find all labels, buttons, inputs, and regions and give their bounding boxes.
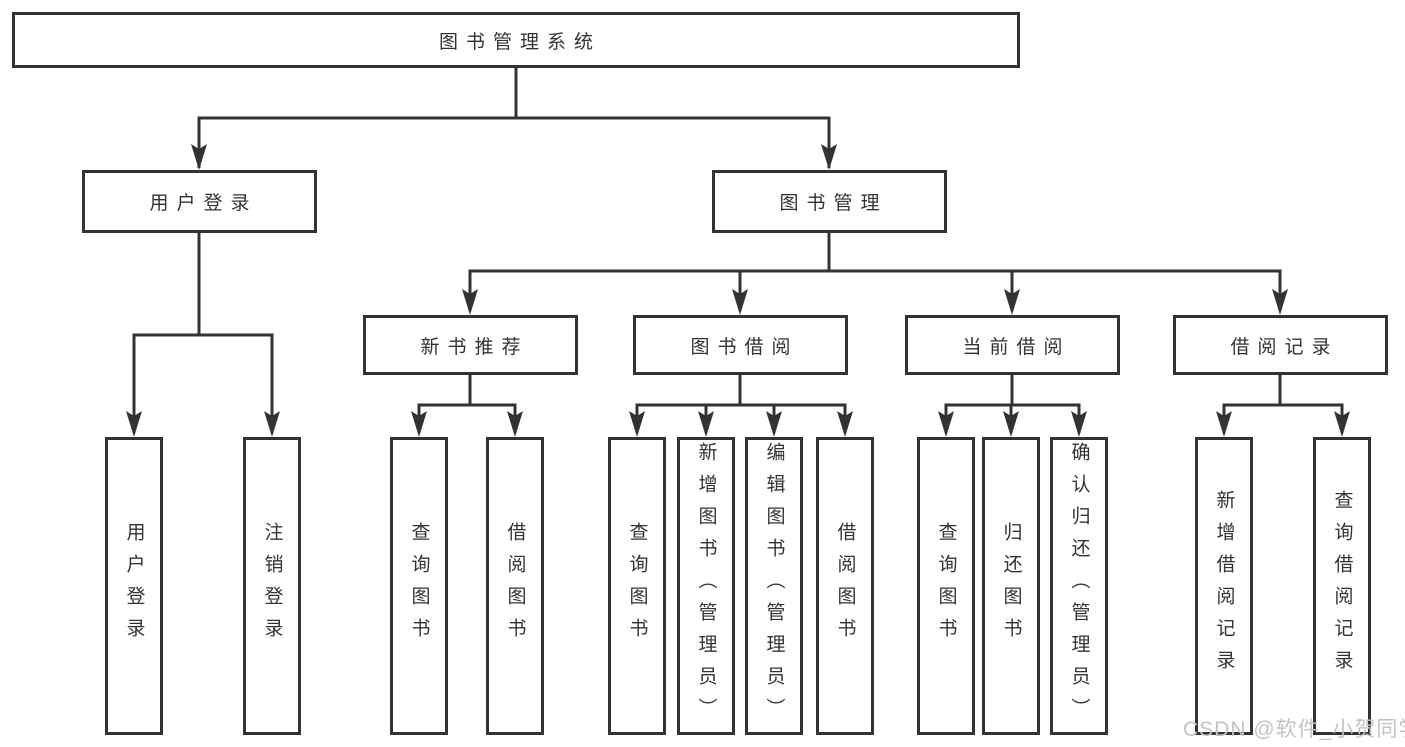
leaf-user-login: 用户登录 [105, 437, 163, 735]
node-current-borrow: 当前借阅 [905, 315, 1120, 375]
leaf-records-add-record: 新增借阅记录 [1195, 437, 1253, 735]
leaf-borrow-query-books: 查询图书 [608, 437, 666, 735]
node-root-system: 图书管理系统 [12, 12, 1020, 68]
leaf-recommend-query-books: 查询图书 [390, 437, 448, 735]
leaf-current-confirm-return-admin: 确认归还（管理员） [1050, 437, 1108, 735]
leaf-current-return-books: 归还图书 [982, 437, 1040, 735]
node-user-login: 用户登录 [82, 170, 317, 233]
leaf-logout: 注销登录 [243, 437, 301, 735]
arrowheads [126, 144, 1350, 437]
leaf-records-query-record: 查询借阅记录 [1313, 437, 1371, 735]
leaf-current-query-books: 查询图书 [917, 437, 975, 735]
node-borrow-records: 借阅记录 [1173, 315, 1388, 375]
leaf-borrow-borrow-books: 借阅图书 [816, 437, 874, 735]
watermark-text: CSDN @软件_小贺同学 [1183, 718, 1405, 741]
node-book-borrow: 图书借阅 [633, 315, 848, 375]
leaf-recommend-borrow-books: 借阅图书 [486, 437, 544, 735]
leaf-borrow-edit-books-admin: 编辑图书（管理员） [745, 437, 803, 735]
node-book-management: 图书管理 [712, 170, 947, 233]
leaf-borrow-add-books-admin: 新增图书（管理员） [677, 437, 735, 735]
node-new-book-recommend: 新书推荐 [363, 315, 578, 375]
